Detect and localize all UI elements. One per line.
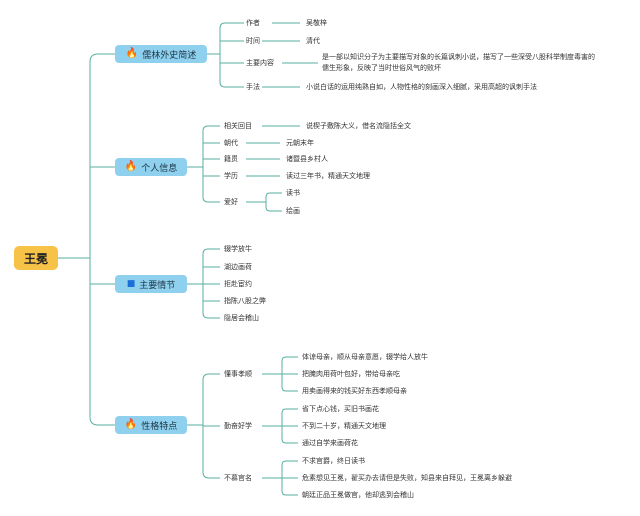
fire-icon: 🔥 (124, 419, 138, 430)
b1-hobby-branch-1 (265, 206, 282, 212)
node-education[interactable]: 学历 (224, 172, 238, 180)
node-related-chapter-detail[interactable]: 说楔子敷陈大义，借名流隐括全文 (306, 122, 411, 130)
node-technique[interactable]: 手法 (246, 83, 260, 91)
node-plot-3[interactable]: 拒赴宦约 (224, 280, 252, 288)
b0-branch-3 (219, 81, 244, 88)
node-no-office-3[interactable]: 朝廷正品王冕做官，他却逃到会稽山 (302, 491, 414, 499)
node-main-content-detail[interactable]: 是一部以知识分子为主要描写对象的长篇讽刺小说，描写了一些深受八股科举制度毒害的儒… (322, 53, 595, 72)
branch-character-traits[interactable]: 🔥 性格特点 (115, 416, 187, 434)
node-plot-1[interactable]: 辍学放牛 (224, 245, 252, 253)
node-dynasty[interactable]: 朝代 (224, 139, 238, 147)
fire-icon: 🔥 (125, 48, 139, 59)
b3-office-branch-0 (281, 460, 298, 466)
b3-filial-branch-0 (281, 356, 298, 362)
node-filial[interactable]: 懂事孝顺 (224, 370, 252, 378)
node-diligent-2[interactable]: 不到二十岁，精通天文地理 (302, 422, 386, 430)
branch-label: 儒林外史简述 (142, 50, 197, 61)
node-hometown[interactable]: 籍贯 (224, 155, 238, 163)
b3-branch-2 (202, 471, 220, 479)
node-filial-2[interactable]: 把腌肉用荷叶包好，带给母亲吃 (302, 370, 400, 378)
b3-filial-branch-2 (281, 386, 298, 392)
b0-branch-0 (219, 22, 244, 29)
node-diligent-3[interactable]: 通过自学来画荷花 (302, 439, 358, 447)
b1-branch-4 (202, 196, 220, 203)
flag-icon: ■ (126, 279, 136, 289)
b3-branch-0 (202, 373, 220, 381)
node-author-detail[interactable]: 吴敬梓 (306, 19, 327, 27)
b2-branch-0 (202, 248, 220, 255)
node-plot-2[interactable]: 湖边画荷 (224, 263, 252, 271)
b2-branch-4 (202, 312, 220, 319)
root-link-0 (89, 53, 115, 63)
fire-icon: 🔥 (124, 161, 138, 172)
node-time-detail[interactable]: 清代 (306, 37, 320, 45)
node-hometown-detail[interactable]: 诸暨县乡村人 (286, 155, 328, 163)
node-time[interactable]: 时间 (246, 37, 260, 45)
b3-office-branch-2 (281, 490, 298, 496)
node-no-office[interactable]: 不慕官名 (224, 474, 252, 482)
branch-label: 性格特点 (141, 421, 178, 432)
node-dynasty-detail[interactable]: 元朝末年 (286, 139, 314, 147)
root-link-3 (89, 416, 115, 426)
b3-diligent-branch-0 (281, 408, 298, 414)
node-hobby[interactable]: 爱好 (224, 198, 238, 206)
node-related-chapter[interactable]: 相关回目 (224, 122, 252, 130)
node-plot-5[interactable]: 隐居会稽山 (224, 314, 259, 322)
node-no-office-1[interactable]: 不求官爵，终日读书 (302, 457, 365, 465)
node-plot-4[interactable]: 指陈八股之弊 (224, 297, 266, 305)
b1-hobby-branch-0 (265, 192, 282, 198)
node-technique-detail[interactable]: 小说白话的运用纯熟自如，人物性格的刻画深入细腻，采用高超的讽刺手法 (306, 83, 537, 91)
node-filial-1[interactable]: 体谅母亲，顺从母亲意愿，辍学给人放牛 (302, 353, 428, 361)
node-main-content[interactable]: 主要内容 (246, 59, 274, 67)
b3-diligent-branch-2 (281, 438, 298, 444)
node-diligent[interactable]: 勤奋好学 (224, 422, 252, 430)
b1-branch-0 (202, 125, 220, 132)
branch-label: 主要情节 (139, 280, 176, 291)
branch-rulin-summary[interactable]: 🔥 儒林外史简述 (115, 45, 207, 63)
node-filial-3[interactable]: 用卖画得来的钱买好东西孝顺母亲 (302, 387, 407, 395)
root-node[interactable]: 王冕 (14, 246, 58, 270)
node-author[interactable]: 作者 (246, 19, 260, 27)
node-hobby-reading[interactable]: 读书 (286, 189, 300, 197)
branch-label: 个人信息 (141, 163, 178, 174)
node-education-detail[interactable]: 读过三年书，精通天文地理 (286, 172, 370, 180)
node-diligent-1[interactable]: 省下点心钱，买旧书画花 (302, 405, 379, 413)
branch-personal-info[interactable]: 🔥 个人信息 (115, 158, 187, 176)
branch-main-plot[interactable]: ■ 主要情节 (115, 275, 187, 293)
node-no-office-2[interactable]: 危素想见王冕，翟买办去请但是失败，知县来自拜见，王冕离乡躲避 (302, 474, 512, 482)
node-hobby-painting[interactable]: 绘画 (286, 207, 300, 215)
